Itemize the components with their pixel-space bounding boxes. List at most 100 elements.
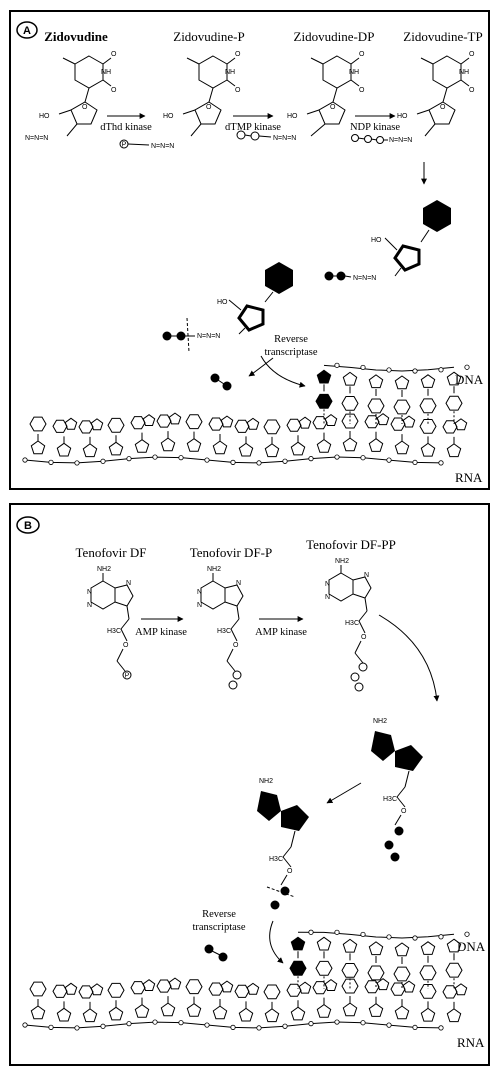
base-purine-5ring bbox=[246, 982, 260, 995]
base-purine-5ring bbox=[220, 415, 234, 428]
incorporated-drug-base bbox=[289, 960, 307, 976]
base-ring bbox=[341, 396, 359, 411]
sugar-ring bbox=[290, 441, 306, 456]
panel-b-tenofovir: B Tenofovir DF Tenofovir DF-P Tenofovir … bbox=[9, 503, 490, 1066]
svg-text:NH: NH bbox=[101, 69, 111, 76]
phosphate-node bbox=[308, 1021, 314, 1027]
svg-text:O: O bbox=[359, 87, 365, 94]
base-ring bbox=[367, 965, 385, 981]
sugar-ring bbox=[186, 1003, 202, 1017]
base-purine-5ring bbox=[454, 418, 468, 431]
base-purine-6ring bbox=[130, 981, 146, 995]
zidovudine-tp-structure: O O NH O HO N=N=N bbox=[351, 51, 475, 144]
base-purine-5ring bbox=[324, 413, 338, 426]
sugar-ring bbox=[238, 1007, 254, 1022]
svg-text:HO: HO bbox=[217, 299, 228, 306]
sugar-ring bbox=[394, 942, 410, 957]
phosphate-node bbox=[152, 1019, 158, 1025]
sugar-ring bbox=[56, 442, 72, 457]
svg-text:O: O bbox=[287, 868, 293, 875]
base-purine-5ring bbox=[168, 977, 182, 990]
base-pyrimidine bbox=[107, 982, 125, 998]
phosphate-node bbox=[438, 367, 444, 373]
base-purine-6ring bbox=[156, 979, 172, 993]
base-purine-6ring bbox=[442, 985, 458, 999]
svg-text:N: N bbox=[325, 594, 330, 601]
sugar-ring bbox=[238, 442, 254, 457]
incorporated-drug-base bbox=[315, 393, 333, 409]
base-pyrimidine bbox=[185, 979, 203, 995]
panel-a-diagram: A Zidovudine Zidovudine-P Zidovudine-DP … bbox=[16, 21, 484, 485]
compound-title-tenofovir-df-p: Tenofovir DF-P bbox=[190, 545, 273, 560]
svg-text:H3C: H3C bbox=[217, 628, 231, 635]
phosphate-node bbox=[360, 931, 366, 938]
base-purine-6ring bbox=[364, 415, 380, 429]
tenofovir-pp-schematic: NH2 H3C O bbox=[371, 718, 423, 862]
incorporated-drug-sugar bbox=[316, 369, 332, 384]
base-purine-5ring bbox=[454, 983, 468, 996]
zidovudine-structure: O O NH O HO N=N=N bbox=[25, 51, 117, 142]
sugar-ring bbox=[316, 936, 332, 951]
phosphate-node bbox=[178, 455, 184, 461]
svg-text:HO: HO bbox=[371, 237, 382, 244]
base-pyrimidine bbox=[263, 984, 281, 1000]
enzyme-label-ndp-kinase: NDP kinase bbox=[350, 122, 400, 133]
base-purine-5ring bbox=[90, 418, 104, 431]
phosphate-node bbox=[22, 457, 28, 463]
phosphate-node bbox=[334, 929, 340, 935]
base-purine-5ring bbox=[402, 980, 416, 993]
svg-text:O: O bbox=[469, 51, 475, 58]
svg-text:N: N bbox=[236, 580, 241, 587]
svg-text:N: N bbox=[325, 581, 330, 588]
sugar-ring bbox=[264, 443, 280, 458]
svg-text:P: P bbox=[122, 142, 127, 149]
sugar-ring bbox=[290, 1006, 306, 1021]
base-purine-5ring bbox=[298, 981, 312, 994]
phosphate-node bbox=[438, 1025, 444, 1031]
svg-text:O: O bbox=[440, 104, 446, 111]
rna-strand-label-b: RNA bbox=[457, 1035, 485, 1050]
base-purine-5ring bbox=[298, 416, 312, 429]
rna-strand-label: RNA bbox=[455, 470, 483, 485]
base-pyrimidine bbox=[185, 414, 203, 430]
base-purine-5ring bbox=[142, 414, 156, 426]
sugar-ring bbox=[56, 1007, 72, 1022]
compound-title-tenofovir-df-pp: Tenofovir DF-PP bbox=[306, 537, 396, 552]
svg-text:H3C: H3C bbox=[269, 856, 283, 863]
tenofovir-pp-incorporating: NH2 H3C O bbox=[257, 778, 309, 910]
svg-text:O: O bbox=[233, 642, 239, 649]
sugar-ring bbox=[108, 441, 124, 456]
tenofovir-df-structure: NH2 N N N H3C O P bbox=[87, 566, 134, 680]
phosphate-node bbox=[412, 1024, 418, 1031]
sugar-ring bbox=[368, 438, 384, 452]
sugar-ring bbox=[30, 440, 46, 455]
phosphate-node bbox=[438, 460, 444, 466]
tenofovir-df-pp-structure: NH2 N N N H3C O bbox=[325, 558, 372, 692]
sugar-ring bbox=[264, 1008, 280, 1023]
base-pyrimidine bbox=[107, 417, 125, 433]
phosphate-node bbox=[386, 367, 392, 373]
phosphate-node bbox=[100, 1023, 106, 1029]
phosphate-node bbox=[74, 1025, 80, 1031]
sugar-ring bbox=[134, 1004, 150, 1018]
svg-text:NH2: NH2 bbox=[373, 718, 387, 725]
base-pyrimidine bbox=[29, 981, 47, 997]
svg-text:NH: NH bbox=[459, 69, 469, 76]
enzyme-label-amp-kinase-1: AMP kinase bbox=[135, 627, 187, 638]
phosphate-node bbox=[334, 454, 340, 460]
compound-title-zidovudine: Zidovudine bbox=[44, 29, 108, 44]
base-pyrimidine bbox=[29, 416, 47, 432]
phosphate-node bbox=[152, 454, 158, 460]
phosphate-node bbox=[256, 1025, 262, 1031]
base-pyrimidine bbox=[341, 413, 359, 429]
phosphate-node bbox=[230, 1024, 236, 1030]
base-purine-6ring bbox=[390, 982, 406, 996]
base-purine-5ring bbox=[376, 413, 390, 426]
released-pyrophosphate-b bbox=[204, 944, 228, 962]
svg-text:N=N=N: N=N=N bbox=[389, 137, 412, 144]
phosphate-node bbox=[386, 934, 392, 940]
svg-text:N: N bbox=[87, 602, 92, 609]
phosphate-node bbox=[48, 459, 54, 465]
phosphate-node bbox=[412, 935, 418, 941]
base-pyrimidine bbox=[419, 419, 437, 434]
